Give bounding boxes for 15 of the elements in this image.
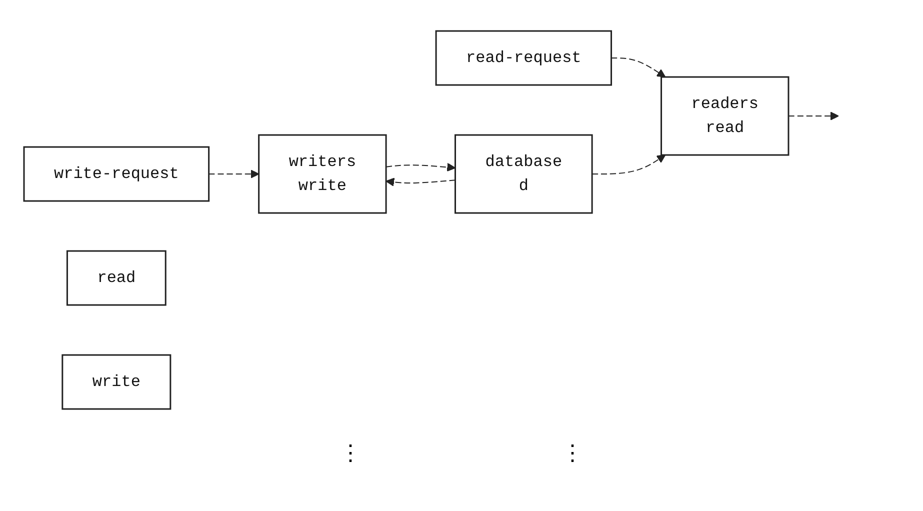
arrow — [208, 170, 260, 178]
node-box: write-request — [24, 146, 210, 202]
ellipsis-mark: ⋮ — [562, 441, 584, 467]
arrow — [788, 112, 840, 120]
node-box: writers write — [258, 134, 388, 214]
node-box: database d — [454, 134, 594, 214]
node-box: read — [66, 250, 167, 306]
node-box: write — [62, 354, 172, 410]
ellipsis-mark: ⋮ — [340, 441, 362, 467]
node-box: read-request — [436, 30, 612, 86]
arrow — [386, 178, 456, 186]
arrow — [611, 58, 666, 78]
arrow — [592, 154, 666, 174]
node-box: readers read — [660, 76, 790, 156]
arrow — [386, 162, 456, 172]
